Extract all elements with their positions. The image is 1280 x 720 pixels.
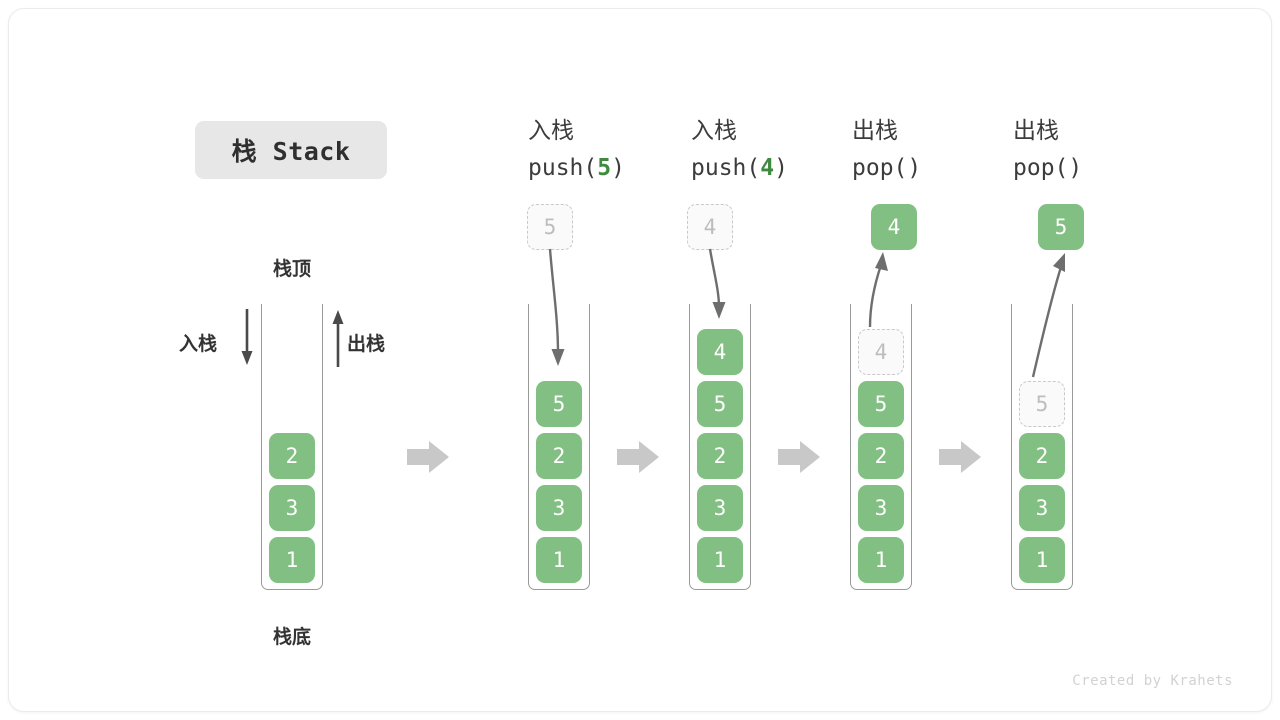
diagram-card: 栈 Stack 栈顶 入栈 出栈 栈底 2 3 1 入栈 push(5) 5 5…: [8, 8, 1272, 712]
push-curve-arrow-icon: [548, 248, 565, 366]
stack-cell-ghost: 4: [858, 329, 904, 375]
stack-cell: 3: [858, 485, 904, 531]
push-curve-arrow-icon: [708, 248, 726, 319]
floating-popped-cell: 5: [1038, 204, 1084, 250]
stack-cell-ghost: 5: [1019, 381, 1065, 427]
stack-container-pop-4: [850, 304, 912, 590]
stack-cell: 5: [536, 381, 582, 427]
stack-container-push-4: [689, 304, 751, 590]
column-header-push-5: 入栈 push(5): [528, 113, 625, 187]
column-header-cn: 入栈: [528, 118, 574, 144]
flow-arrow-icon: [617, 441, 659, 473]
floating-ghost-cell: 5: [527, 204, 573, 250]
pop-curve-arrow-icon: [1031, 253, 1065, 378]
stack-cell: 1: [697, 537, 743, 583]
stack-cell: 2: [697, 433, 743, 479]
floating-popped-cell: 4: [871, 204, 917, 250]
stack-cell: 3: [697, 485, 743, 531]
column-header-code: pop(): [1013, 155, 1083, 181]
pop-direction-arrow-icon: [332, 310, 344, 367]
flow-arrow-icon: [778, 441, 820, 473]
column-header-cn: 入栈: [691, 118, 737, 144]
stack-top-label: 栈顶: [272, 258, 311, 280]
column-header-code: push(4): [691, 155, 788, 181]
column-header-cn: 出栈: [1013, 118, 1059, 144]
stack-container-push-5: [528, 304, 590, 590]
stack-cell: 1: [536, 537, 582, 583]
floating-ghost-cell: 4: [687, 204, 733, 250]
stack-bottom-label: 栈底: [272, 626, 311, 648]
push-legend-label: 入栈: [179, 333, 218, 355]
push-direction-arrow-icon: [241, 309, 253, 365]
stack-cell: 4: [697, 329, 743, 375]
column-header-cn: 出栈: [852, 118, 898, 144]
stack-cell: 3: [536, 485, 582, 531]
flow-arrow-icon: [939, 441, 981, 473]
stack-cell: 5: [858, 381, 904, 427]
column-header-code: push(5): [528, 155, 625, 181]
title-badge-label: 栈 Stack: [231, 137, 351, 166]
pop-legend-label: 出栈: [347, 333, 386, 355]
column-header-pop-5: 出栈 pop(): [1013, 113, 1082, 187]
column-header-code: pop(): [852, 155, 922, 181]
pop-curve-arrow-icon: [868, 252, 888, 328]
stack-cell: 1: [269, 537, 315, 583]
stack-cell: 2: [858, 433, 904, 479]
stack-container-pop-5: [1011, 304, 1073, 590]
column-header-push-4: 入栈 push(4): [691, 113, 788, 187]
stack-cell: 3: [269, 485, 315, 531]
title-badge: 栈 Stack: [195, 121, 387, 179]
stack-cell: 1: [1019, 537, 1065, 583]
stack-cell: 1: [858, 537, 904, 583]
footer-credit: Created by Krahets: [1072, 673, 1233, 689]
column-header-pop-4: 出栈 pop(): [852, 113, 921, 187]
stack-cell: 2: [1019, 433, 1065, 479]
stack-cell: 2: [269, 433, 315, 479]
flow-arrow-icon: [407, 441, 449, 473]
stack-cell: 2: [536, 433, 582, 479]
stack-cell: 3: [1019, 485, 1065, 531]
stack-container-initial: [261, 304, 323, 590]
stack-cell: 5: [697, 381, 743, 427]
